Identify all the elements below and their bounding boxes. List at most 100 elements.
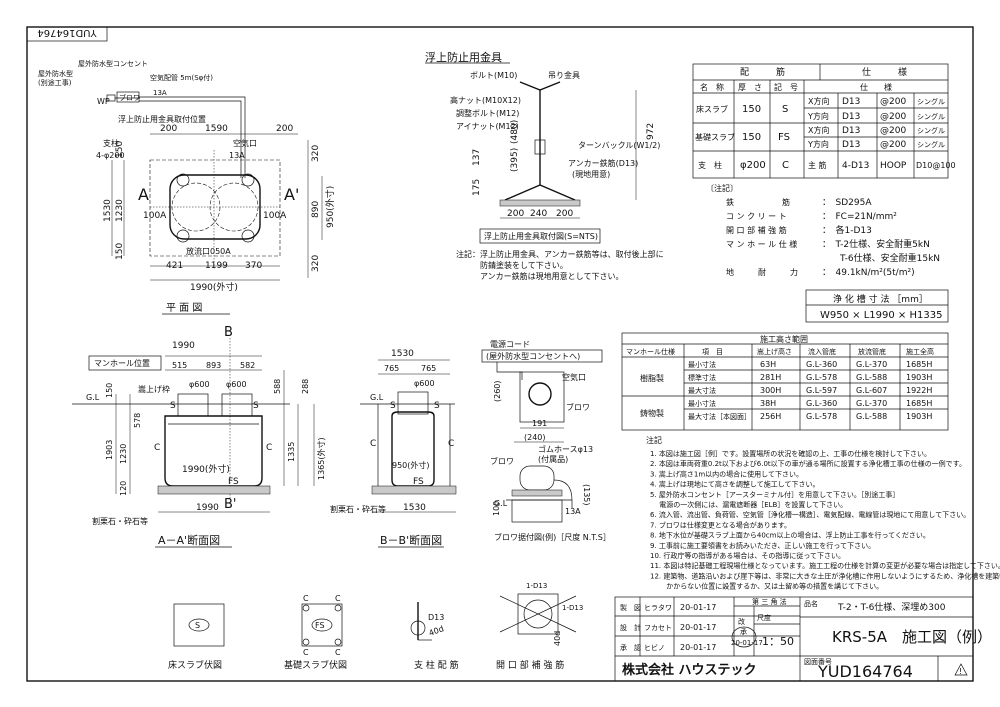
post-40d: 40d bbox=[428, 624, 445, 638]
aa-d288: 288 bbox=[301, 379, 310, 394]
anchor-d395: (395) bbox=[510, 148, 520, 172]
rebar-row3-sym: C bbox=[782, 160, 789, 171]
anchor-hanger: 吊り金具 bbox=[548, 70, 580, 80]
stamp-box bbox=[26, 26, 108, 42]
note-line: 1. 本図は施工図［例］です。設置場所の状況を確認の上、工事の仕様を検討して下さ… bbox=[650, 449, 931, 458]
anchor-nut: 高ナット(M10X12) bbox=[450, 95, 521, 105]
open-d13a: 1-D13 bbox=[526, 582, 547, 590]
blower-label2: ブロワ bbox=[490, 456, 514, 466]
section-aa-title: A－A'断面図 bbox=[158, 533, 220, 547]
blower-label1: ブロワ bbox=[566, 402, 590, 412]
spec-4-k: マ ン ホ ー ル 仕 様 bbox=[726, 239, 797, 249]
rebar-r1b-bar: D13 bbox=[842, 112, 860, 122]
opening-rebar-title: 開 口 部 補 強 筋 bbox=[496, 659, 564, 671]
spec-3-v: ： 各1-D13 bbox=[822, 224, 872, 236]
plan-d150a: 150 bbox=[115, 141, 125, 158]
tb-r3-name: ヒビノ bbox=[644, 643, 665, 652]
aa-d588: 588 bbox=[273, 379, 282, 394]
note-line: 電源の一次側には、漏電遮断器［ELB］を設置して下さい。 bbox=[650, 500, 847, 509]
blower-d100: 100 bbox=[492, 501, 501, 516]
install-cell: G.L-597 bbox=[806, 386, 837, 395]
blower-d191: 191 bbox=[532, 419, 547, 428]
rebar-h-thick: 厚 さ bbox=[738, 83, 762, 92]
note-line: かからない位置に設置するか、又は土留め等の措置を講じて下さい。 bbox=[650, 582, 883, 591]
wp-label: 屋外防水型コンセント bbox=[78, 59, 148, 68]
note-line: 6. 流入管、流出管、負荷管、空気管［浄化槽一構造］、電気配線、電線管は現地にて… bbox=[650, 510, 970, 519]
plan-d1990: 1990(外寸) bbox=[190, 281, 238, 293]
spec-title: 〔注記〕 bbox=[706, 183, 738, 193]
rebar-r3-hoop: HOOP bbox=[880, 161, 907, 171]
aa-d893: 893 bbox=[206, 361, 221, 370]
notes-title: 注記 bbox=[646, 435, 662, 445]
tb-r3-label: 承 認 bbox=[620, 643, 641, 652]
rebar-r3-bar: 4-D13 bbox=[842, 161, 869, 171]
rebar-table: 配 筋 仕 様 名 称 厚 さ 記 号 仕 様 床スラブ 150 S X方向 D… bbox=[692, 63, 956, 179]
air-port-label: 空気口 bbox=[233, 138, 257, 148]
aa-phi600b: φ600 bbox=[226, 380, 247, 389]
install-cell: G.L-588 bbox=[856, 373, 887, 382]
install-h0: マンホール仕様 bbox=[626, 347, 675, 356]
anchor-d137: 137 bbox=[472, 149, 482, 166]
section-bb: 1530 765 765 φ600 G.L S S C C 950(外寸) FS… bbox=[330, 349, 457, 548]
plan-d200a: 200 bbox=[160, 124, 177, 134]
aa-d1903: 1903 bbox=[105, 440, 114, 460]
install-cell: G.L-588 bbox=[856, 412, 887, 421]
anchor-title: 浮上防止用金具 bbox=[425, 50, 502, 64]
rebar-r2b-type: シングル bbox=[917, 140, 945, 149]
tb-r2-date: 20-01-17 bbox=[680, 623, 716, 632]
rebar-r1a-pitch: @200 bbox=[880, 97, 906, 107]
install-cell: 最小寸法 bbox=[688, 360, 716, 369]
rebar-r2b-dir: Y方向 bbox=[807, 139, 829, 149]
spec-4-v: ： T-2仕様、安全耐重5kN bbox=[822, 238, 930, 250]
install-cell: 63H bbox=[760, 360, 776, 369]
spec-6-k: 地 耐 力 bbox=[726, 267, 798, 277]
tb-r2-label: 設 計 bbox=[620, 623, 641, 632]
install-cell: 1922H bbox=[906, 386, 932, 395]
hose-label: 空気配管 5m(Sφ付) bbox=[150, 73, 213, 82]
tank-outline-plan bbox=[169, 174, 261, 240]
install-h5: 施工全高 bbox=[906, 347, 934, 356]
install-cell: G.L-578 bbox=[806, 412, 837, 421]
anchor-detail: 浮上防止用金具 ボルト(M10) 吊り金具 高ナット(M10X12) 調整ボルト… bbox=[425, 50, 664, 281]
install-title: 施工高さ範囲 bbox=[760, 334, 808, 344]
aa-fs: FS bbox=[228, 477, 239, 487]
anchor-d175: 175 bbox=[472, 179, 482, 196]
aa-d1990: 1990 bbox=[172, 341, 195, 351]
install-g1: 樹脂製 bbox=[640, 373, 664, 383]
install-cell: 最大寸法［本図面］ bbox=[688, 412, 751, 421]
tb-name: KRS-5A 施工図（例） bbox=[832, 628, 992, 646]
detail-c3: C bbox=[303, 648, 309, 657]
tank-dims-value: W950 × L1990 × H1335 bbox=[820, 310, 942, 321]
tb-number: YUD164764 bbox=[817, 662, 913, 681]
tank-dims-title: 浄 化 槽 寸 法 ［mm］ bbox=[833, 293, 928, 305]
rebar-row1-thick: 150 bbox=[742, 104, 761, 115]
section-a-mark: A bbox=[138, 185, 149, 204]
spec-notes: 〔注記〕 鉄 筋 ： SD295A コ ン ク リ ー ト ： FC=21N/m… bbox=[706, 183, 940, 278]
rebar-r1a-dir: X方向 bbox=[808, 96, 829, 106]
rebar-r2a-type: シングル bbox=[917, 126, 945, 135]
warning-mark: ! bbox=[959, 667, 962, 676]
note-line: 2. 本図は車両荷重0.2t以下および6.0t以下の車が通る場所に設置する浄化槽… bbox=[650, 459, 966, 468]
tb-r1-label: 製 図 bbox=[620, 603, 641, 612]
blower-label: ブロワ bbox=[119, 93, 140, 102]
rebar-r3-pitch: D10@100 bbox=[916, 161, 956, 170]
anchor-note2: 防錆塗装をして下さい。 bbox=[480, 260, 568, 270]
aa-phi600a: φ600 bbox=[189, 380, 210, 389]
tb-date-mark: 承 bbox=[740, 627, 747, 636]
rebar-r1b-type: シングル bbox=[917, 112, 945, 121]
detail-c4: C bbox=[335, 648, 341, 657]
rebar-row2-thick: 150 bbox=[742, 132, 761, 143]
plan-view: 屋外防水型コンセント 屋外防水型 (別途工事) WP 空気配管 5m(Sφ付) … bbox=[38, 59, 336, 315]
anchor-bar: アンカー鉄筋(D13) bbox=[568, 158, 638, 168]
bb-d1530: 1530 bbox=[391, 349, 414, 359]
note-line: 10. 行政庁等の指導がある場合は、その指導に従って下さい。 bbox=[650, 551, 845, 560]
spec-1-k: 鉄 筋 bbox=[726, 197, 790, 207]
sheet-border bbox=[26, 26, 974, 682]
open-d13b: 1-D13 bbox=[562, 604, 583, 612]
bb-curb: 割栗石・砕石等 bbox=[330, 504, 386, 514]
aa-curb: 割栗石・砕石等 bbox=[92, 516, 148, 526]
plan-d950: 950(外寸) bbox=[324, 186, 336, 228]
rebar-r1b-dir: Y方向 bbox=[807, 111, 829, 121]
